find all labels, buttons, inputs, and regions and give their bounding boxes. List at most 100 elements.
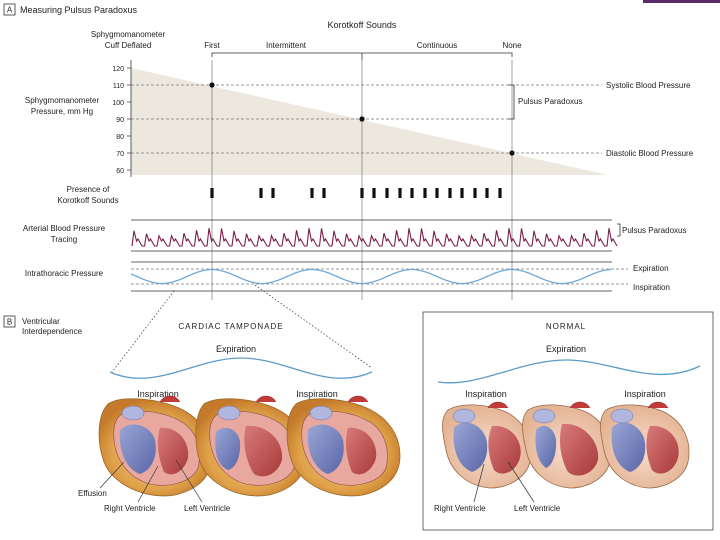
- korotkoff-sound-bar: [423, 188, 427, 198]
- pulsus-bracket: [508, 84, 515, 120]
- phase-none: None: [502, 41, 522, 50]
- normal-left-ventricle-label: Left Ventricle: [514, 504, 561, 513]
- left-ventricle-chamber: [646, 425, 679, 474]
- right-ventricle-pointer: [137, 465, 159, 503]
- tamponade-resp-wave: [109, 357, 373, 379]
- y-ticks: [127, 67, 131, 171]
- korotkoff-sound-bar: [473, 188, 477, 198]
- tamponade-left-ventricle-label: Left Ventricle: [184, 504, 231, 513]
- left-ventricle-pointer: [175, 459, 203, 503]
- right-ventricle-chamber: [215, 427, 241, 470]
- korotkoff-sound-bars: [210, 188, 502, 198]
- zoom-line-left: [111, 290, 175, 373]
- korotkoff-bracket: [211, 52, 513, 60]
- phase-intermittent: Intermittent: [266, 41, 307, 50]
- panel-b-title-line2: Interdependence: [22, 327, 83, 336]
- y-tick-label: 110: [113, 83, 124, 90]
- arterial-pressure-trace: [131, 228, 618, 247]
- normal-inspiration-right: Inspiration: [624, 389, 666, 399]
- tamponade-heart-3: [286, 395, 401, 497]
- normal-title: NORMAL: [546, 322, 586, 331]
- systolic-label: Systolic Blood Pressure: [606, 81, 691, 90]
- right-ventricle-chamber: [453, 422, 488, 472]
- corner-accent: [643, 0, 720, 3]
- normal-right-ventricle-label: Right Ventricle: [434, 504, 486, 513]
- y-tick-label: 100: [112, 100, 124, 107]
- tamponade-title: CARDIAC TAMPONADE: [178, 322, 283, 331]
- normal-panel-frame: [422, 311, 714, 531]
- arterial-label-line2: Tracing: [51, 235, 77, 244]
- y-label-line2: Pressure, mm Hg: [31, 107, 93, 116]
- y-label-line1: Sphygmomanometer: [25, 96, 100, 105]
- panel-b-letter: B: [7, 318, 12, 327]
- korotkoff-sound-bar: [435, 188, 439, 198]
- normal-left-ventricle-pointer: [507, 461, 535, 503]
- right-ventricle-chamber: [611, 422, 646, 472]
- left-ventricle-chamber: [345, 427, 377, 475]
- right-ventricle-chamber: [307, 424, 344, 474]
- tamponade-inspiration-left: Inspiration: [137, 389, 179, 399]
- tamponade-heart-2: [195, 395, 307, 497]
- korotkoff-title: Korotkoff Sounds: [328, 20, 397, 30]
- zoom-line-right: [254, 284, 373, 369]
- korotkoff-sound-bar: [259, 188, 263, 198]
- right-ventricle-chamber: [119, 424, 156, 474]
- arterial-pulsus-bracket: [617, 223, 621, 237]
- korotkoff-sound-bar: [360, 188, 364, 198]
- phase-first: First: [204, 41, 220, 50]
- korotkoff-sound-bar: [398, 188, 402, 198]
- cuff-label-line1: Sphygmomanometer: [91, 30, 166, 39]
- diastolic-marker: [509, 150, 515, 156]
- panel-a-badge: [3, 3, 16, 16]
- tamponade-expiration-label: Expiration: [216, 344, 256, 354]
- korotkoff-sound-bar: [485, 188, 489, 198]
- right-ventricle-chamber: [535, 425, 557, 468]
- korotkoff-sound-bar: [498, 188, 502, 198]
- korotkoff-sound-bar: [322, 188, 326, 198]
- intrathoracic-pressure-trace: [130, 268, 612, 285]
- normal-heart-1: [442, 401, 532, 489]
- normal-right-ventricle-pointer: [473, 463, 485, 503]
- arterial-pulsus-label: Pulsus Paradoxus: [622, 226, 686, 235]
- y-tick-label: 70: [116, 151, 124, 158]
- y-tick-label: 60: [116, 168, 124, 175]
- korotkoff-sound-bar: [385, 188, 389, 198]
- korotkoff-sound-bar: [448, 188, 452, 198]
- left-ventricle-chamber: [560, 423, 599, 476]
- korotkoff-sound-bar: [460, 188, 464, 198]
- korotkoff-sound-bar: [210, 188, 214, 198]
- normal-expiration-label: Expiration: [546, 344, 586, 354]
- systolic-marker: [209, 82, 215, 88]
- y-tick-label: 120: [112, 66, 124, 73]
- phase-continuous: Continuous: [417, 41, 457, 50]
- cuff-pressure-wedge: [131, 68, 608, 175]
- korotkoff-sound-bar: [271, 188, 275, 198]
- effusion-pointer: [99, 461, 125, 489]
- expiration-label: Expiration: [633, 264, 669, 273]
- panel-a-letter: A: [7, 6, 13, 15]
- tamponade-heart-1: [98, 395, 213, 497]
- tamponade-right-ventricle-label: Right Ventricle: [104, 504, 156, 513]
- normal-inspiration-left: Inspiration: [465, 389, 507, 399]
- continuous-onset-marker: [359, 116, 365, 122]
- left-ventricle-chamber: [244, 425, 283, 477]
- y-tick-label: 80: [116, 134, 124, 141]
- panel-a-title: Measuring Pulsus Paradoxus: [20, 5, 138, 15]
- pulsus-label: Pulsus Paradoxus: [518, 97, 582, 106]
- korotkoff-sound-bar: [372, 188, 376, 198]
- left-ventricle-chamber: [157, 427, 189, 475]
- effusion-label: Effusion: [78, 489, 107, 498]
- panel-b-title-line1: Ventricular: [22, 317, 60, 326]
- y-tick-label: 90: [116, 117, 124, 124]
- korotkoff-sound-bar: [310, 188, 314, 198]
- arterial-label-line1: Arterial Blood Pressure: [23, 224, 106, 233]
- diastolic-label: Diastolic Blood Pressure: [606, 149, 694, 158]
- korotkoff-sound-bar: [410, 188, 414, 198]
- normal-resp-wave: [437, 359, 701, 384]
- inspiration-label: Inspiration: [633, 283, 670, 292]
- normal-heart-3: [600, 401, 690, 489]
- panel-b-badge: [3, 315, 16, 328]
- presence-label-line1: Presence of: [67, 185, 110, 194]
